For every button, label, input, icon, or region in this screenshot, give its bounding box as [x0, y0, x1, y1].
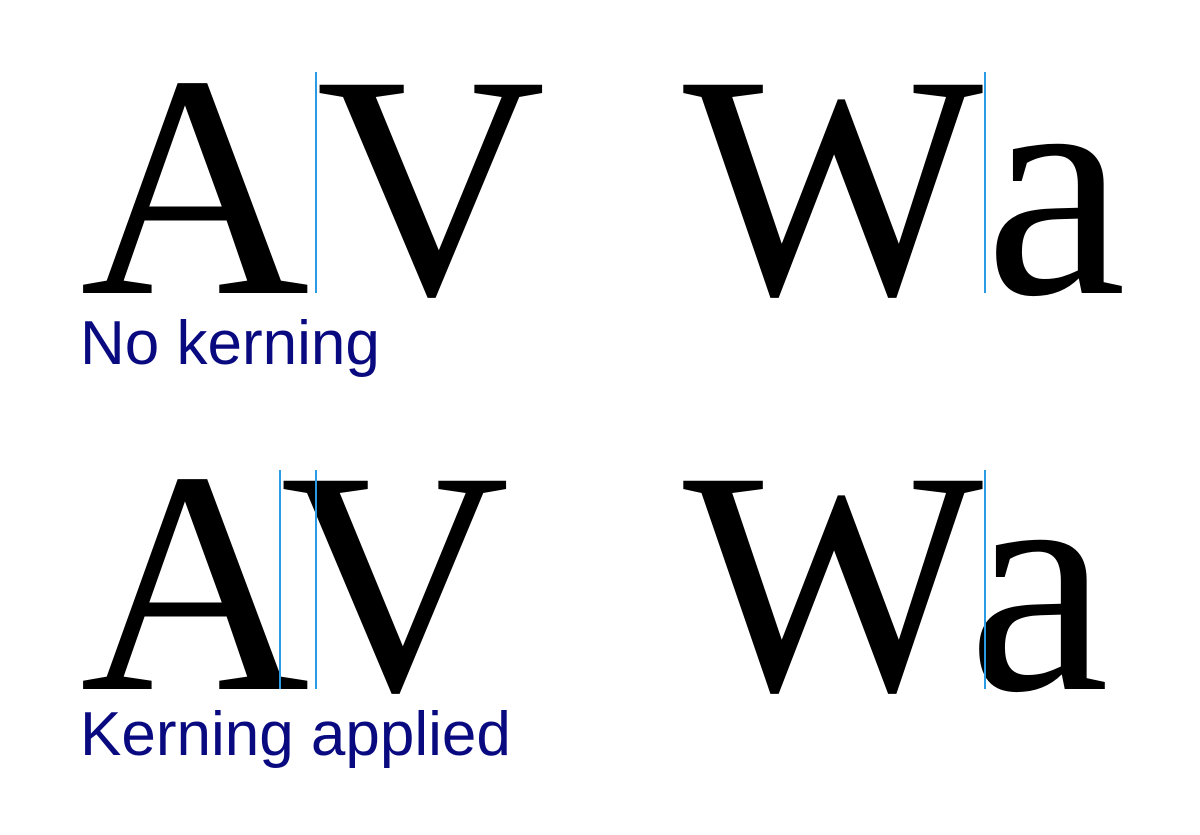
row1-av-right-glyph: V: [316, 10, 546, 362]
caption-no-kerning: No kerning: [80, 309, 380, 378]
row-kerning-applied: A V W a Kerning applied: [80, 406, 1109, 769]
row1-av-left-glyph: A: [80, 10, 310, 362]
row1-wa-right-glyph: a: [985, 10, 1126, 362]
row2-wa-left-glyph: W: [683, 406, 986, 758]
row2-av-right-glyph: V: [280, 406, 510, 758]
row2-wa-right-glyph: a: [968, 406, 1109, 758]
caption-kerning-applied: Kerning applied: [80, 700, 511, 769]
row-no-kerning: A V W a No kerning: [80, 10, 1126, 378]
row2-av-left-glyph: A: [80, 406, 310, 758]
row1-wa-left-glyph: W: [683, 10, 986, 362]
